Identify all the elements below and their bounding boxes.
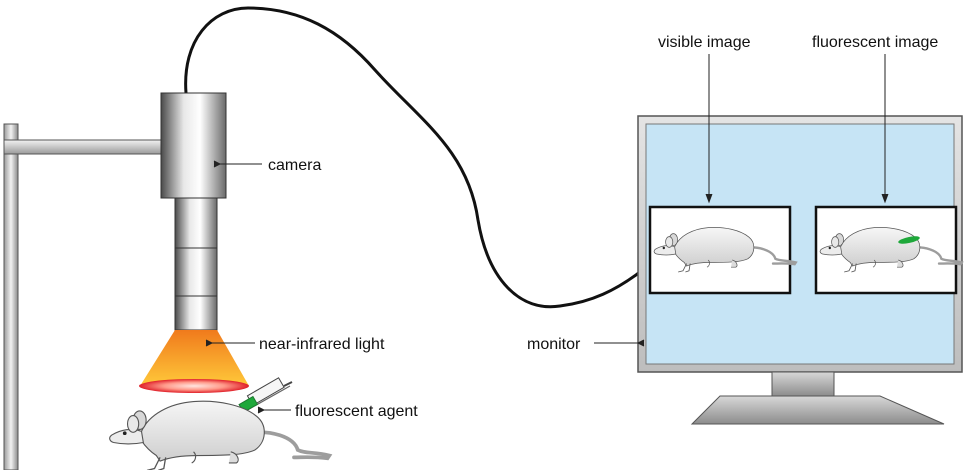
label-fluorescent-agent: fluorescent agent bbox=[295, 403, 418, 420]
label-visible-image: visible image bbox=[658, 34, 751, 51]
label-camera: camera bbox=[268, 157, 321, 174]
fluorescence-spot bbox=[898, 236, 920, 244]
stand-arm bbox=[3, 139, 163, 155]
monitor-base bbox=[690, 395, 945, 425]
pointer-lines bbox=[205, 54, 889, 414]
camera-lens-1 bbox=[174, 197, 218, 249]
near-infrared-light-cone bbox=[140, 330, 249, 386]
label-near-infrared-light: near-infrared light bbox=[259, 336, 385, 353]
label-fluorescent-image: fluorescent image bbox=[812, 34, 938, 51]
camera-lens-3 bbox=[174, 295, 218, 331]
monitor-neck bbox=[771, 371, 835, 397]
label-monitor: monitor bbox=[527, 336, 581, 353]
light-ring bbox=[139, 379, 249, 393]
camera-cable bbox=[184, 6, 641, 309]
camera-lens-2 bbox=[174, 247, 218, 297]
camera-body bbox=[160, 92, 227, 199]
stand-pole bbox=[3, 123, 19, 470]
